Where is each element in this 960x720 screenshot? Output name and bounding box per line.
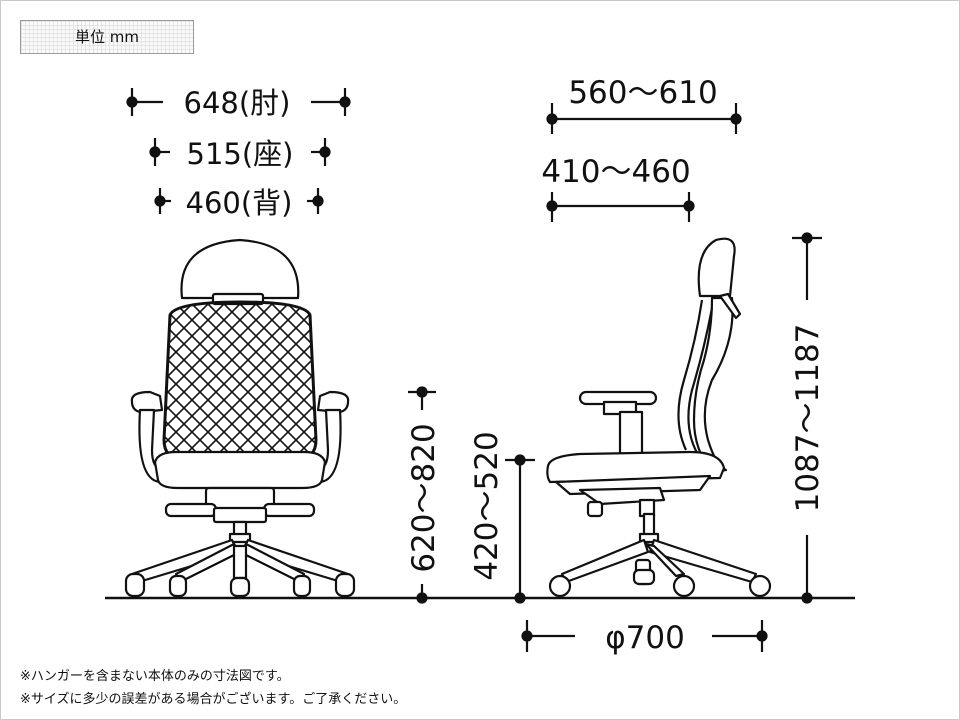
dim-total-height: 1087〜1187 xyxy=(790,324,826,513)
side-chair-drawing xyxy=(546,237,772,598)
unit-label: 単位 mm xyxy=(20,20,194,54)
note-line-2: ※サイズに多少の誤差がある場合がございます。ご了承ください。 xyxy=(20,692,407,707)
dimension-lines xyxy=(126,88,822,652)
dim-depth-seat: 410〜460 xyxy=(541,154,690,190)
dim-base-diameter: φ700 xyxy=(605,620,685,656)
dim-armrest-width: 648(肘) xyxy=(184,86,291,120)
dim-back-width: 460(背) xyxy=(186,186,293,220)
dim-depth-overall: 560〜610 xyxy=(568,75,717,111)
dim-armrest-height: 620〜820 xyxy=(406,423,442,572)
front-chair-drawing xyxy=(124,238,356,598)
note-line-1: ※ハンガーを含まない本体のみの寸法図です。 xyxy=(20,669,290,684)
dim-seat-width: 515(座) xyxy=(187,137,294,171)
dim-seat-height: 420〜520 xyxy=(469,431,505,580)
